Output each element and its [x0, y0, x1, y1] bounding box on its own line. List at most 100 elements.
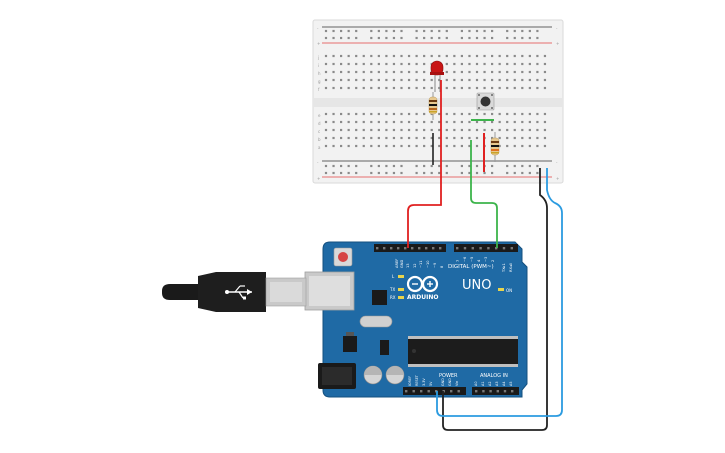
green-wire-to-pin-2[interactable] — [470, 140, 498, 248]
header-pin-label: 13 — [406, 263, 410, 268]
breadboard-hole — [491, 70, 494, 74]
breadboard-hole — [445, 54, 448, 58]
resistor-band — [429, 108, 437, 110]
breadboard-hole — [385, 164, 388, 168]
breadboard-hole — [528, 120, 531, 124]
breadboard-hole — [498, 62, 501, 66]
header-pin-label: TX▸1 — [502, 263, 506, 273]
breadboard-hole — [468, 54, 471, 58]
breadboard-hole — [468, 78, 471, 82]
breadboard-hole — [528, 144, 531, 148]
breadboard-hole — [415, 112, 418, 116]
breadboard-hole — [407, 136, 411, 140]
breadboard-hole — [370, 36, 373, 40]
header-pin-label: ~5 — [470, 257, 474, 262]
breadboard-hole — [430, 171, 433, 175]
arduino-uno[interactable]: ARDUINO UNO DIGITAL (PWM~) POWER ANALOG … — [304, 241, 528, 398]
breadboard-hole — [423, 36, 426, 40]
header-pin — [487, 247, 490, 250]
breadboard-hole — [340, 164, 343, 168]
breadboard-hole — [536, 36, 539, 40]
usb-cable[interactable] — [162, 272, 307, 312]
breadboard-hole — [506, 86, 509, 90]
resistor-button[interactable] — [490, 132, 500, 162]
led-l-label: L — [392, 274, 395, 279]
analog-label: ANALOG IN — [480, 373, 508, 379]
button-pin — [491, 107, 493, 109]
breadboard-hole — [415, 144, 418, 148]
breadboard-hole — [324, 144, 328, 148]
row-letter: j — [317, 55, 319, 60]
breadboard-hole — [460, 86, 463, 90]
breadboard-hole — [445, 112, 448, 116]
breadboard-hole — [491, 171, 494, 175]
breadboard-hole — [430, 54, 433, 58]
resistor-band — [491, 145, 499, 147]
resistor-band — [491, 141, 499, 143]
breadboard-hole — [521, 144, 524, 148]
breadboard-hole — [415, 62, 418, 66]
breadboard-hole — [332, 29, 335, 33]
breadboard-hole — [400, 62, 403, 66]
breadboard-hole — [362, 54, 365, 58]
breadboard-hole — [498, 136, 501, 140]
resistor-band — [491, 149, 499, 151]
blue-wire-to-5v[interactable] — [436, 168, 563, 417]
breadboard-hole — [506, 144, 509, 148]
breadboard-hole — [475, 70, 479, 74]
breadboard-hole — [468, 144, 471, 148]
breadboard-hole — [347, 171, 350, 175]
header-pin-label: 5V — [429, 381, 433, 386]
breadboard[interactable]: - + - + - + - + j i h g f e d c b a — [312, 19, 564, 184]
breadboard-hole — [438, 164, 441, 168]
header-pin — [432, 247, 435, 250]
breadboard-hole — [506, 171, 509, 175]
black-wire-to-gnd[interactable] — [442, 168, 548, 431]
header-pin-label: 12 — [413, 263, 417, 268]
header-pin — [439, 247, 442, 250]
header-pin-label: A3 — [495, 382, 499, 386]
header-pin — [405, 390, 408, 393]
breadboard-hole — [536, 128, 539, 132]
breadboard-hole — [483, 128, 486, 132]
breadboard-hole — [362, 78, 365, 82]
breadboard-hole — [385, 144, 388, 148]
top-header-labels: AREF GND 13 12 ~11 ~10 ~9 8 7 ~6 ~5 4 ~3… — [395, 256, 513, 273]
breadboard-hole — [513, 112, 516, 116]
red-led[interactable] — [430, 60, 444, 92]
breadboard-hole — [392, 128, 396, 132]
button-cap — [480, 96, 491, 107]
breadboard-hole — [445, 136, 448, 140]
breadboard-hole — [506, 120, 509, 124]
header-pin-label: 4 — [477, 259, 481, 262]
breadboard-hole — [475, 128, 479, 132]
breadboard-hole — [332, 78, 335, 82]
breadboard-hole — [407, 78, 411, 82]
analog-header-labels: A0 A1 A2 A3 A4 A5 — [474, 382, 513, 386]
breadboard-hole — [362, 128, 365, 132]
push-button[interactable] — [476, 92, 495, 111]
resistor-led[interactable] — [428, 92, 438, 120]
header-pin — [463, 247, 467, 250]
breadboard-hole — [324, 136, 328, 140]
breadboard-hole — [385, 70, 388, 74]
breadboard-hole — [400, 112, 403, 116]
capacitor-top — [364, 366, 382, 375]
breadboard-hole — [506, 128, 509, 132]
breadboard-hole — [423, 112, 426, 116]
header-pin — [397, 247, 400, 250]
breadboard-hole — [491, 54, 494, 58]
breadboard-hole — [506, 54, 509, 58]
breadboard-hole — [324, 112, 328, 116]
red-wire-to-pin-13[interactable] — [407, 80, 442, 248]
breadboard-hole — [355, 29, 358, 33]
breadboard-hole — [392, 36, 396, 40]
breadboard-hole — [438, 120, 441, 124]
header-pin-label: 7 — [456, 260, 460, 262]
led-tx-label: TX — [389, 287, 395, 292]
breadboard-hole — [347, 78, 350, 82]
brand-label: ARDUINO — [407, 294, 438, 301]
breadboard-hole — [347, 54, 350, 58]
breadboard-hole — [392, 120, 396, 124]
